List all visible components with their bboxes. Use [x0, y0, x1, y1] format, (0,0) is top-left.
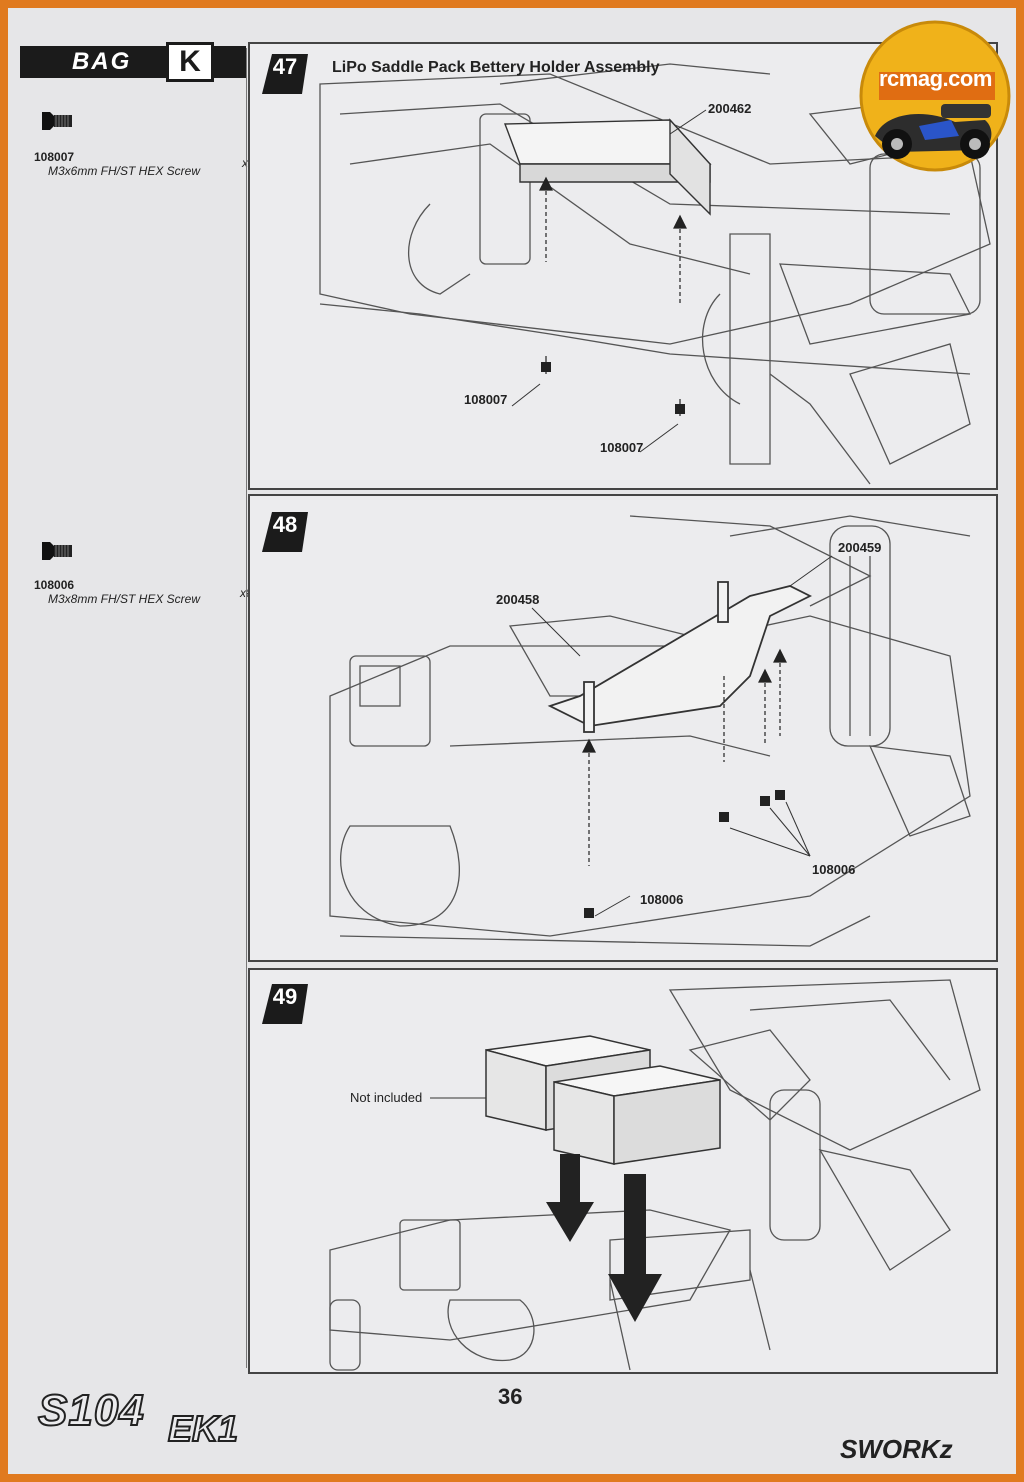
step-47-illustration: [319, 63, 991, 485]
bag-letter: K: [179, 45, 201, 78]
step-number: 49: [272, 984, 298, 1009]
flat-head-screw-icon: [42, 542, 72, 560]
page-number: 36: [498, 1384, 523, 1409]
screw-code: 108006: [34, 578, 75, 592]
flat-head-screw-icon: [42, 112, 72, 130]
part-callout: 108007: [600, 440, 644, 455]
rcmag-logo-emblem: [859, 20, 1011, 172]
brand-logo: SWORKz: [840, 1434, 953, 1464]
model-suffix: EK1: [167, 1407, 239, 1450]
screw-code: 108007: [34, 150, 75, 164]
rcmag-logo-text: rcmag.com: [879, 66, 992, 91]
bag-header: BAG K: [20, 40, 246, 84]
part-callout: 200458: [496, 592, 540, 607]
part-callout: 108006: [640, 892, 684, 907]
step-badge-number-wrap: 49: [262, 984, 308, 1024]
step-48-illustration: [329, 515, 971, 947]
screw-desc: M3x8mm FH/ST HEX Screw: [48, 592, 201, 606]
part-callout: 108006: [812, 862, 856, 877]
manual-page: BAG K 108007 M3x6mm FH/ST HEX Screw x2 1…: [8, 8, 1016, 1474]
step-number: 48: [272, 512, 298, 537]
step-49-panel: 49 Not included: [248, 968, 998, 1374]
rcmag-logo: rcmag.com: [855, 16, 1015, 186]
step-badge-number-wrap: 47: [262, 54, 308, 94]
step-badge: [262, 512, 308, 552]
screw-desc: M3x6mm FH/ST HEX Screw: [48, 164, 201, 178]
step-title: LiPo Saddle Pack Bettery Holder Assembly: [332, 59, 660, 76]
step-49-illustration: [329, 979, 981, 1371]
left-column-divider: [246, 48, 247, 1368]
bag-label: BAG: [72, 48, 132, 75]
part-callout: 200462: [708, 101, 752, 116]
step-badge: [262, 984, 308, 1024]
not-included-note: Not included: [350, 1090, 423, 1105]
step-badge-number-wrap: 48: [262, 512, 308, 552]
step-48-panel: 48 200459 200458 108006 108006: [248, 494, 998, 962]
step-badge: [262, 54, 308, 94]
part-callout: 108007: [464, 392, 508, 407]
step-number: 47: [272, 54, 298, 79]
model-name: S104: [37, 1385, 145, 1436]
bag-letter-box: K: [166, 42, 214, 82]
part-callout: 200459: [838, 540, 882, 555]
